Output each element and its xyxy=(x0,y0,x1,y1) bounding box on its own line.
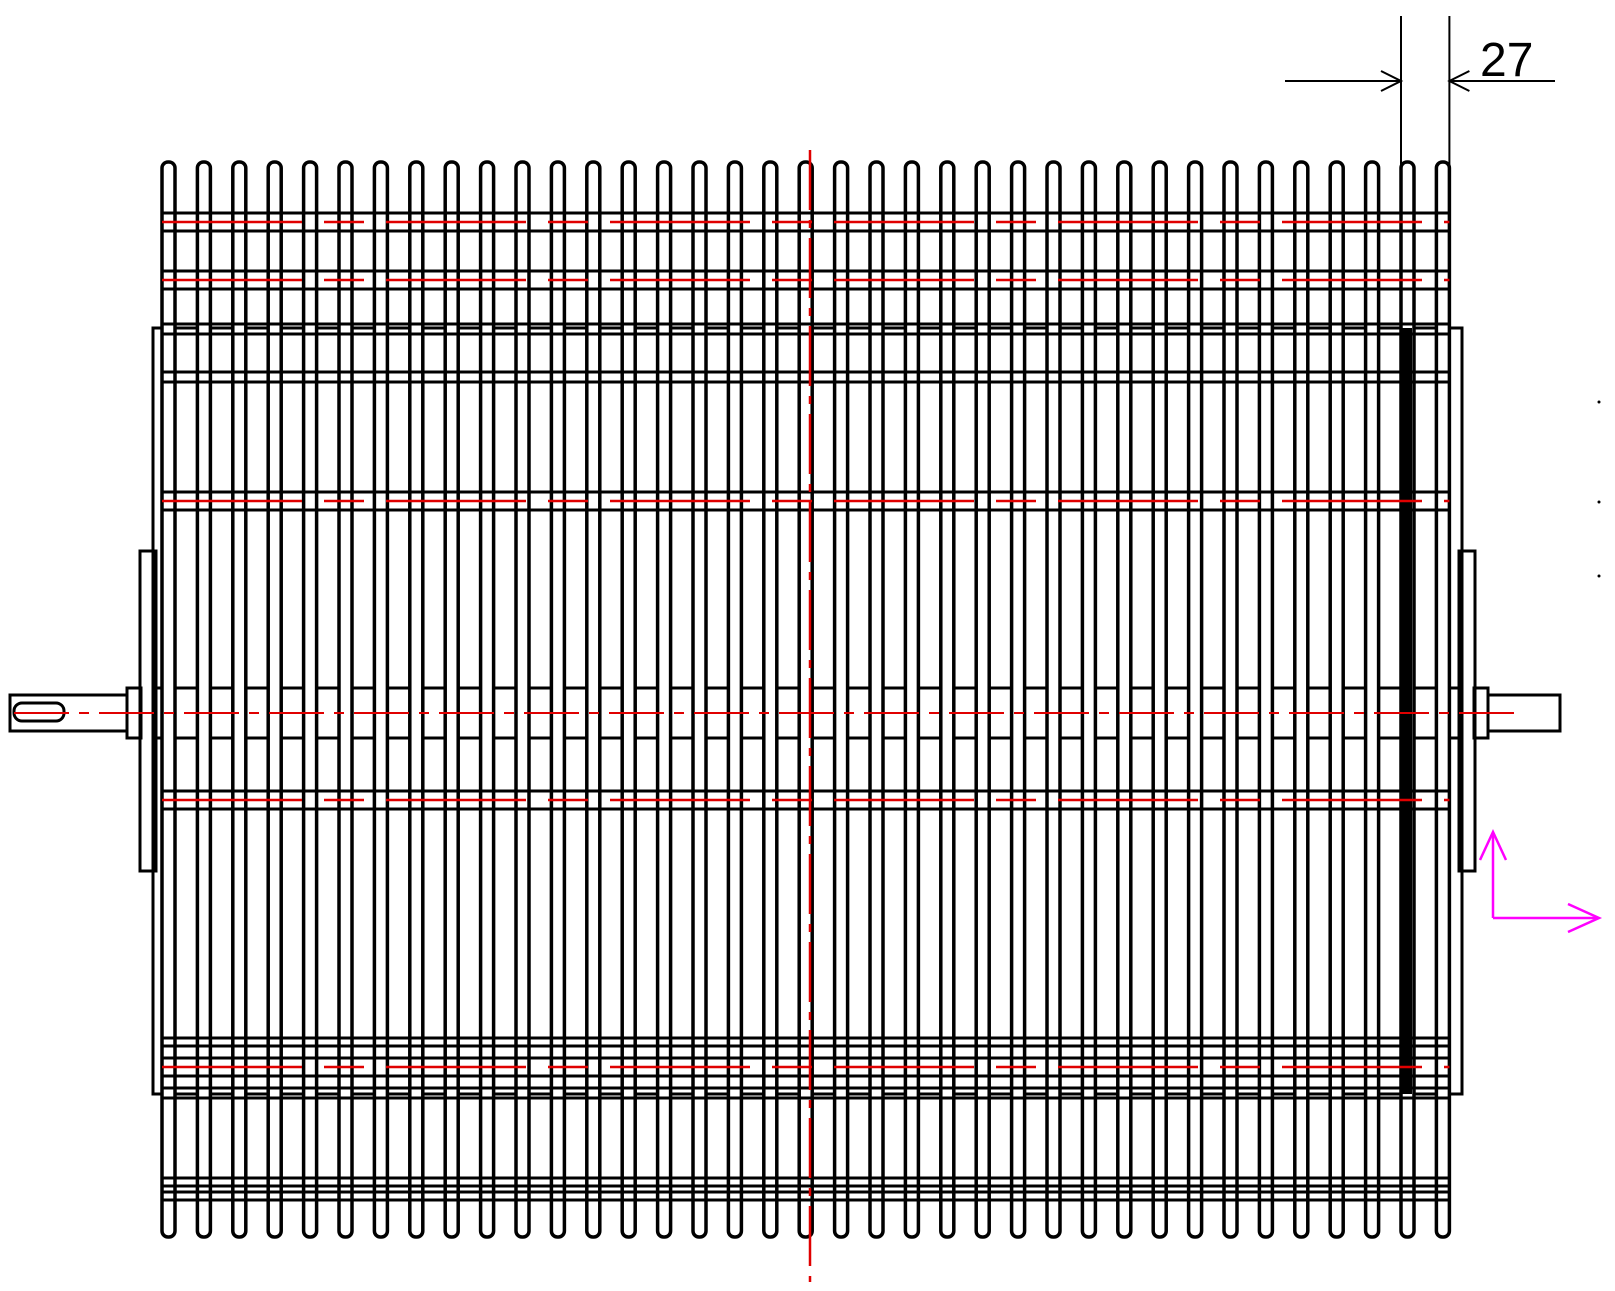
rib xyxy=(478,160,496,1239)
highlighted-rib xyxy=(1402,328,1412,1094)
rib xyxy=(1045,160,1062,1239)
rib xyxy=(160,160,177,1239)
rib xyxy=(868,160,885,1239)
rib xyxy=(1151,160,1168,1239)
ucs-axis-icon xyxy=(1478,829,1603,934)
rib xyxy=(1080,160,1098,1239)
rib xyxy=(585,160,602,1239)
hub-flange-right xyxy=(1457,549,1477,873)
centerline-group xyxy=(14,150,1520,1282)
rib xyxy=(974,160,991,1239)
rib xyxy=(726,160,744,1239)
rib xyxy=(655,160,673,1239)
rib xyxy=(1009,160,1027,1239)
rib xyxy=(620,160,637,1239)
axis-y-arrow xyxy=(1478,829,1508,861)
rib xyxy=(1293,160,1310,1239)
rib xyxy=(514,160,531,1239)
axis-x-arrow xyxy=(1567,902,1603,934)
rib xyxy=(1328,160,1345,1239)
rib xyxy=(1257,160,1275,1239)
rib xyxy=(1222,160,1239,1239)
dimension-label: 27 xyxy=(1480,34,1533,87)
rib xyxy=(832,160,850,1239)
rib xyxy=(1116,160,1133,1239)
dimension-arrow-icon xyxy=(1380,70,1404,92)
dimension-annotation: 27 xyxy=(1285,16,1555,165)
stray-marks xyxy=(1597,400,1601,578)
rib xyxy=(549,160,567,1239)
hub-flange-left xyxy=(138,549,158,873)
dimension-arrow-icon xyxy=(1447,70,1470,92)
rib xyxy=(266,160,283,1239)
rib xyxy=(1363,160,1381,1239)
rib xyxy=(301,160,319,1239)
rib xyxy=(372,160,390,1239)
stray-dot xyxy=(1597,400,1601,404)
stray-dot xyxy=(1597,500,1601,504)
rib xyxy=(691,160,708,1239)
rib xyxy=(337,160,354,1239)
band-group xyxy=(162,211,1450,1202)
rib xyxy=(762,160,779,1239)
rib xyxy=(939,160,956,1239)
rib-group xyxy=(160,160,1452,1239)
rib xyxy=(1434,160,1452,1239)
rib xyxy=(408,160,425,1239)
rib xyxy=(443,160,460,1239)
rib xyxy=(1186,160,1204,1239)
rib xyxy=(903,160,921,1239)
rib xyxy=(195,160,213,1239)
rib xyxy=(231,160,248,1239)
stray-dot xyxy=(1597,574,1601,578)
